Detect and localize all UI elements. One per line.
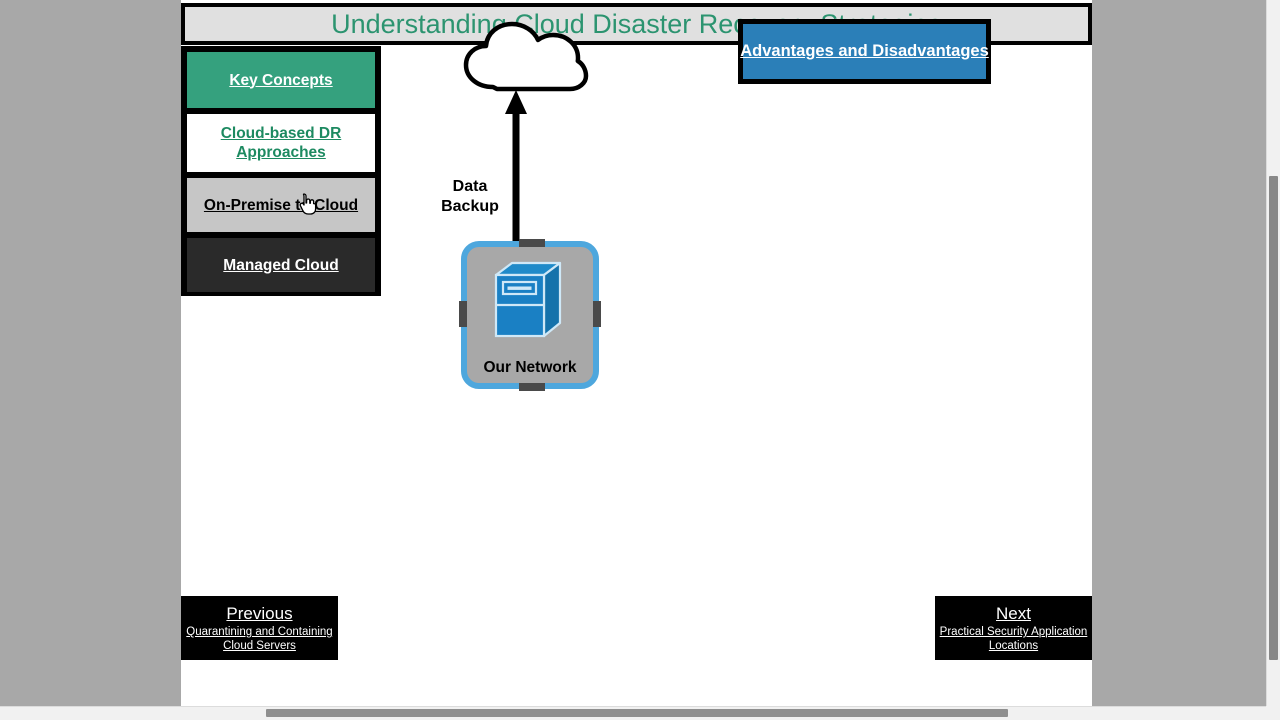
scrollbar-corner [1266, 706, 1280, 720]
advantages-button-label: Advantages and Disadvantages [740, 42, 989, 60]
previous-button[interactable]: Previous Quarantining and Containing Clo… [181, 596, 338, 660]
sidebar-item-managed-cloud[interactable]: Managed Cloud [184, 235, 378, 295]
connector-notch-right [593, 301, 601, 327]
previous-button-title: Previous [226, 604, 293, 623]
connector-notch-top [519, 239, 545, 247]
sidebar-item-key-concepts[interactable]: Key Concepts [184, 49, 378, 111]
next-button-title: Next [996, 604, 1031, 623]
data-backup-label-line2: Backup [441, 197, 499, 215]
advantages-and-disadvantages-button[interactable]: Advantages and Disadvantages [738, 19, 991, 84]
data-backup-label: Data Backup [424, 177, 516, 216]
horizontal-scrollbar-track[interactable] [0, 706, 1280, 720]
server-tower-icon [494, 261, 562, 343]
vertical-scrollbar-track[interactable] [1266, 0, 1280, 706]
sidebar-item-on-premise-to-cloud[interactable]: On-Premise to Cloud [184, 175, 378, 235]
horizontal-scrollbar-thumb[interactable] [266, 709, 1008, 717]
sidebar-item-label: Cloud-based DR Approaches [220, 125, 342, 161]
vertical-scrollbar-thumb[interactable] [1269, 176, 1278, 660]
cloud-icon [457, 15, 589, 95]
next-button[interactable]: Next Practical Security Application Loca… [935, 596, 1092, 660]
previous-button-subtitle: Quarantining and Containing Cloud Server… [186, 626, 333, 652]
backup-diagram: Data Backup [441, 15, 631, 391]
data-backup-label-line1: Data [452, 178, 488, 195]
up-arrow-icon: Data Backup [441, 87, 536, 267]
connector-notch-left [459, 301, 467, 327]
next-button-subtitle: Practical Security Application Locations [939, 626, 1088, 652]
sidebar-nav: Key Concepts Cloud-based DR Approaches O… [181, 46, 381, 296]
slide-document: Understanding Cloud Disaster Recovery St… [181, 0, 1092, 706]
our-network-label: Our Network [483, 359, 577, 376]
sidebar-item-label: Key Concepts [229, 71, 333, 89]
our-network-node: Our Network [459, 239, 601, 391]
sidebar-item-label: On-Premise to Cloud [203, 196, 359, 214]
sidebar-item-label: Managed Cloud [223, 256, 339, 274]
sidebar-item-cloud-based-dr-approaches[interactable]: Cloud-based DR Approaches [184, 111, 378, 175]
connector-notch-bottom [519, 383, 545, 391]
